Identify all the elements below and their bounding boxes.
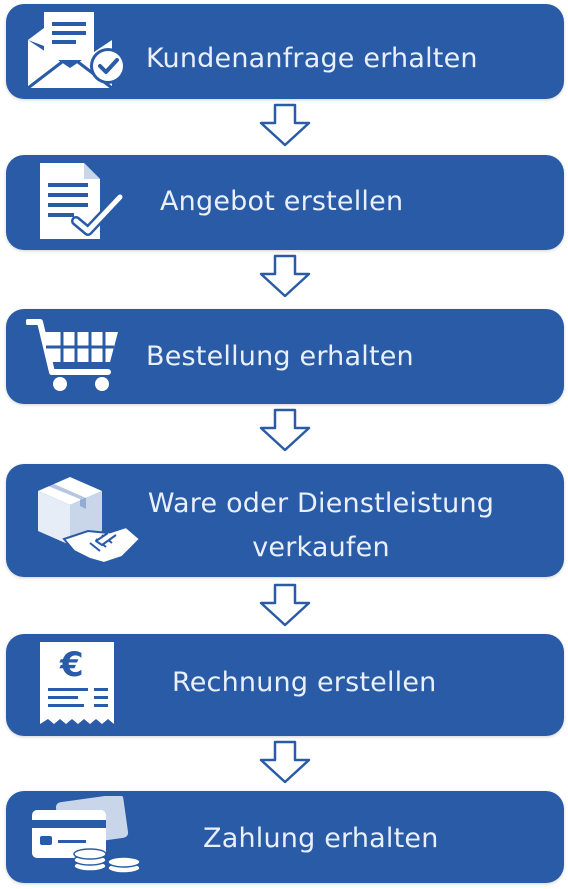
step-box-customer-inquiry: Kundenanfrage erhalten bbox=[6, 4, 564, 99]
down-arrow-icon bbox=[259, 103, 311, 147]
box-handshake-icon bbox=[30, 473, 142, 569]
step-label: Angebot erstellen bbox=[160, 186, 404, 217]
down-arrow-icon bbox=[259, 740, 311, 784]
shopping-cart-icon bbox=[25, 316, 122, 398]
euro-invoice-icon: € bbox=[38, 640, 118, 730]
step-box-sell-goods: Ware oder Dienstleistung verkaufen bbox=[6, 464, 564, 577]
svg-text:€: € bbox=[59, 645, 84, 685]
step-label: Ware oder Dienstleistung verkaufen bbox=[147, 488, 495, 563]
down-arrow-icon bbox=[259, 583, 311, 627]
document-check-icon bbox=[38, 161, 125, 245]
email-check-icon bbox=[26, 10, 130, 94]
step-box-create-invoice: € Rechnung erstellen bbox=[6, 634, 564, 736]
step-box-payment-received: Zahlung erhalten bbox=[6, 791, 564, 883]
down-arrow-icon bbox=[259, 408, 311, 452]
credit-card-coins-icon bbox=[28, 794, 144, 878]
step-box-create-offer: Angebot erstellen bbox=[6, 155, 564, 250]
down-arrow-icon bbox=[259, 254, 311, 298]
step-label: Bestellung erhalten bbox=[146, 341, 414, 372]
step-label: Rechnung erstellen bbox=[172, 667, 437, 698]
step-label: Zahlung erhalten bbox=[203, 823, 439, 854]
step-label: Kundenanfrage erhalten bbox=[146, 43, 478, 74]
step-box-order-received: Bestellung erhalten bbox=[6, 309, 564, 404]
